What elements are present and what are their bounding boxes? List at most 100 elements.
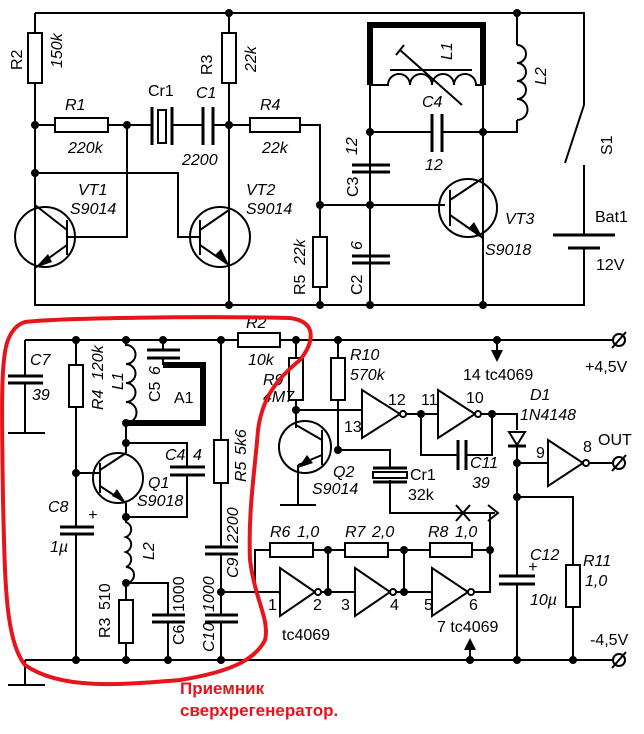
pin: 12 — [388, 392, 406, 409]
label: 14 tc4069 — [463, 367, 533, 384]
value: 12 — [425, 157, 443, 174]
terminal-minus[interactable]: -4,5V — [590, 632, 629, 669]
label: R3 — [199, 54, 216, 75]
caption-line-2: сверхрегенератор. — [180, 701, 338, 720]
capacitor-c8: + C8 1µ — [48, 499, 97, 556]
value: 1000 — [201, 576, 218, 612]
transistor-vt2: VT2 S9014 — [189, 182, 292, 268]
label: R5 — [292, 274, 309, 295]
label: Q1 — [148, 475, 169, 492]
antenna-a1: A1 — [174, 390, 194, 407]
resistor-r5: R5 5k6 — [213, 429, 250, 484]
value: 12V — [596, 257, 625, 274]
label: R6 — [270, 524, 291, 541]
terminal-out[interactable]: OUT — [598, 432, 632, 472]
terminal-plus[interactable]: +4,5V — [585, 331, 628, 376]
label: Bat1 — [595, 209, 628, 226]
pin: 3 — [341, 597, 350, 614]
inductor-l1: L1 — [110, 340, 138, 424]
label: R1 — [65, 97, 85, 114]
resistor-r2-top: R2 150k — [9, 32, 66, 84]
inverter-8: 9 8 — [536, 438, 592, 488]
inductor-l2: L2 — [123, 517, 158, 584]
transistor-vt1: VT1 S9014 — [14, 173, 116, 305]
diode-d1: D1 1N4148 — [507, 387, 576, 448]
label: C6 — [171, 624, 188, 645]
value: 570k — [350, 367, 386, 384]
type: S9014 — [312, 481, 358, 498]
value: 6 — [147, 366, 164, 375]
battery-bat1: Bat1 12V — [553, 209, 628, 274]
label: C4 — [165, 447, 186, 464]
label: R7 — [345, 524, 367, 541]
value: 4 — [193, 447, 202, 464]
type: S9014 — [70, 201, 116, 218]
pin: 5 — [424, 597, 433, 614]
label: L2 — [141, 542, 158, 560]
chip-ground-arrow: 7 tc4069 — [437, 619, 498, 660]
label: VT1 — [78, 182, 107, 199]
pin: 10 — [466, 390, 484, 407]
value: 2200 — [181, 152, 218, 169]
capacitor-c1-top: C1 2200 — [181, 85, 218, 169]
pin: 8 — [583, 439, 592, 456]
capacitor-c2-top: 6 C2 — [349, 241, 390, 295]
caption-line-1: Приемник — [180, 679, 265, 698]
label: tc4069 — [282, 627, 330, 644]
label: R10 — [350, 347, 379, 364]
chip-power-arrow: 14 tc4069 — [463, 340, 533, 384]
capacitor-c3-top: 12 C3 — [344, 137, 390, 197]
top-circuit-wires — [34, 12, 585, 306]
label: L1 — [110, 372, 127, 390]
resistor-r4: R4 120k — [68, 344, 107, 410]
value: 22k — [243, 45, 260, 73]
capacitor-c4: C4 4 — [165, 447, 205, 477]
value: 32k — [408, 487, 435, 504]
label: R2 — [9, 49, 26, 70]
value: 1,0 — [297, 524, 319, 541]
capacitor-c9: 2200 C9 — [205, 507, 242, 578]
pin: 6 — [469, 597, 478, 614]
value: 150k — [49, 32, 66, 68]
value: 22k — [261, 140, 289, 157]
label: D1 — [530, 387, 550, 404]
switch-s1: S1 — [564, 104, 616, 164]
value: 1,0 — [455, 524, 477, 541]
resistor-r4-top: R4 22k — [249, 97, 301, 157]
label: L1 — [439, 42, 456, 60]
label: R3 — [97, 617, 114, 638]
label: -4,5V — [590, 632, 629, 649]
value: 2,0 — [371, 524, 394, 541]
transistor-vt3: VT3 S9018 — [438, 177, 534, 259]
label: R4 — [90, 389, 107, 410]
inverter-12: 13 12 — [344, 388, 407, 440]
value: 10k — [248, 352, 275, 369]
pin: 13 — [344, 419, 362, 436]
label: Q2 — [333, 464, 354, 481]
type: S9018 — [485, 242, 531, 259]
resistor-r1-top: R1 220k — [54, 97, 109, 157]
resistor-r5-top: R5 22k — [292, 236, 328, 295]
label: VT3 — [505, 211, 534, 228]
pin: 4 — [390, 597, 399, 614]
label: Cr1 — [148, 83, 174, 100]
type: S9018 — [137, 493, 183, 510]
plus-sign: + — [528, 559, 537, 576]
inverter-6: 5 6 — [424, 566, 478, 618]
resistor-r7: R7 2,0 — [344, 524, 394, 558]
value: 10µ — [530, 592, 557, 609]
inverter-2: 1 2 tc4069 — [268, 566, 330, 644]
type: S9014 — [246, 201, 292, 218]
label: C5 — [147, 381, 164, 402]
crystal-cr1: Cr1 32k — [372, 466, 436, 504]
crystal-cr1-top: Cr1 — [148, 83, 174, 145]
label: C2 — [349, 274, 366, 295]
label: C12 — [530, 547, 559, 564]
type: 1N4148 — [520, 407, 576, 424]
label: R11 — [583, 553, 611, 570]
value: 22k — [292, 238, 309, 266]
inductor-l1-top: L1 — [370, 42, 483, 106]
resistor-r8: R8 1,0 — [428, 524, 477, 558]
label: OUT — [598, 432, 632, 449]
